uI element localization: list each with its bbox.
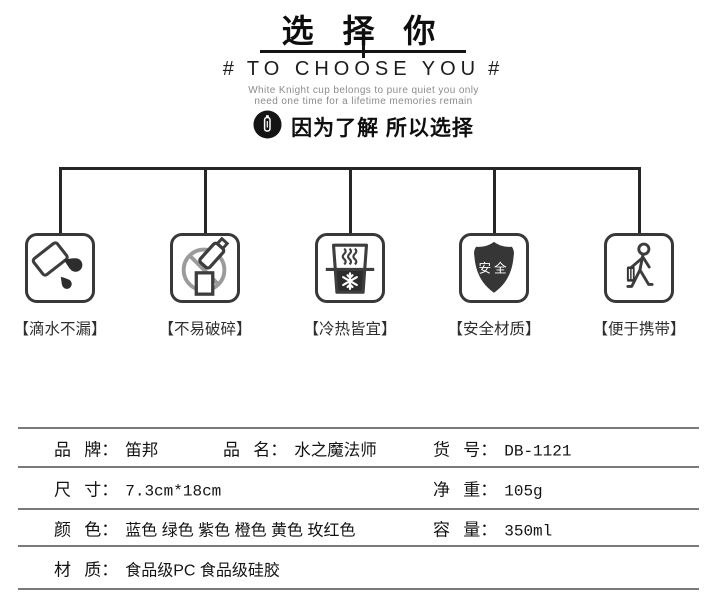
hash-icon: #: [488, 58, 505, 80]
slogan-text: 因为了解 所以选择: [291, 117, 474, 140]
carry-person-icon: [604, 233, 674, 303]
feature-label: 【安全材质】: [447, 321, 541, 338]
spec-item-number: 货 号： DB-1121: [433, 435, 571, 460]
page-title: 选 择 你: [281, 13, 446, 49]
spec-label: 尺 寸：: [54, 480, 119, 500]
spec-label: 容 量：: [433, 520, 498, 539]
tree-connector: [59, 167, 62, 233]
tree-connector: [204, 167, 207, 233]
spec-label: 品 名：: [223, 440, 288, 459]
spec-material: 材 质： 食品级PC 食品级硅胶: [54, 555, 280, 580]
tagline-line1: White Knight cup belongs to pure quiet y…: [248, 85, 479, 96]
feature-portable: 【便于携带】: [579, 167, 699, 339]
spec-row-size: 尺 寸： 7.3cm*18cm 净 重： 105g: [18, 468, 699, 510]
spec-row-brand: 品 牌： 笛邦 品 名： 水之魔法师 货 号： DB-1121: [18, 429, 699, 468]
spec-label: 材 质：: [54, 560, 119, 579]
hot-cold-cup-icon: [315, 233, 385, 303]
feature-unbreakable: 【不易破碎】: [145, 167, 265, 339]
feature-label: 【不易破碎】: [158, 321, 252, 338]
spec-colors: 颜 色： 蓝色 绿色 紫色 橙色 黄色 玫红色: [54, 515, 355, 540]
feature-safe-material: 安全 【安全材质】: [434, 167, 554, 339]
tree-connector: [493, 167, 496, 233]
spec-row-color: 颜 色： 蓝色 绿色 紫色 橙色 黄色 玫红色 容 量： 350ml: [18, 510, 699, 547]
spec-capacity: 容 量： 350ml: [433, 515, 552, 540]
spec-row-material: 材 质： 食品级PC 食品级硅胶: [18, 547, 699, 590]
spec-product-name: 品 名： 水之魔法师: [223, 435, 377, 460]
feature-hot-cold: 【冷热皆宜】: [290, 167, 410, 339]
unbreakable-bottle-icon: [170, 233, 240, 303]
spec-value: 笛邦: [125, 440, 159, 459]
leakproof-cup-icon: [25, 233, 95, 303]
spec-label: 品 牌：: [54, 440, 119, 459]
spec-table: 品 牌： 笛邦 品 名： 水之魔法师 货 号： DB-1121 尺 寸： 7.3…: [18, 427, 699, 590]
spec-value: DB-1121: [504, 442, 572, 460]
spec-size: 尺 寸： 7.3cm*18cm: [54, 476, 221, 501]
feature-label: 【便于携带】: [592, 321, 686, 338]
safety-shield-icon: 安全: [459, 233, 529, 303]
spec-label: 货 号：: [433, 440, 498, 459]
feature-leakproof: 【滴水不漏】: [0, 167, 120, 339]
divider-tick: [361, 45, 365, 58]
subtitle: # TO CHOOSE YOU #: [0, 58, 727, 81]
spec-value: 蓝色 绿色 紫色 橙色 黄色 玫红色: [125, 522, 356, 539]
title-divider: [260, 45, 466, 58]
shield-text: 安全: [479, 260, 510, 275]
spec-net-weight: 净 重： 105g: [433, 476, 543, 501]
tree-connector: [638, 167, 641, 233]
spec-value: 105g: [504, 482, 543, 501]
spec-value: 7.3cm*18cm: [125, 482, 222, 501]
spec-label: 净 重：: [433, 480, 498, 500]
spec-value: 350ml: [504, 522, 553, 540]
tagline: White Knight cup belongs to pure quiet y…: [0, 85, 727, 107]
tagline-line2: need one time for a lifetime memories re…: [254, 96, 473, 107]
tree-connector: [349, 167, 352, 233]
subtitle-text: TO CHOOSE YOU: [246, 58, 481, 80]
feature-label: 【冷热皆宜】: [303, 321, 397, 338]
feature-label: 【滴水不漏】: [13, 321, 107, 338]
spec-value: 食品级PC 食品级硅胶: [125, 562, 280, 579]
slogan-row: 因为了解 所以选择: [0, 110, 727, 144]
spec-value: 水之魔法师: [294, 440, 377, 459]
bottle-badge-icon: [253, 110, 282, 144]
spec-brand: 品 牌： 笛邦: [54, 435, 158, 460]
spec-label: 颜 色：: [54, 520, 119, 539]
hash-icon: #: [222, 58, 239, 80]
